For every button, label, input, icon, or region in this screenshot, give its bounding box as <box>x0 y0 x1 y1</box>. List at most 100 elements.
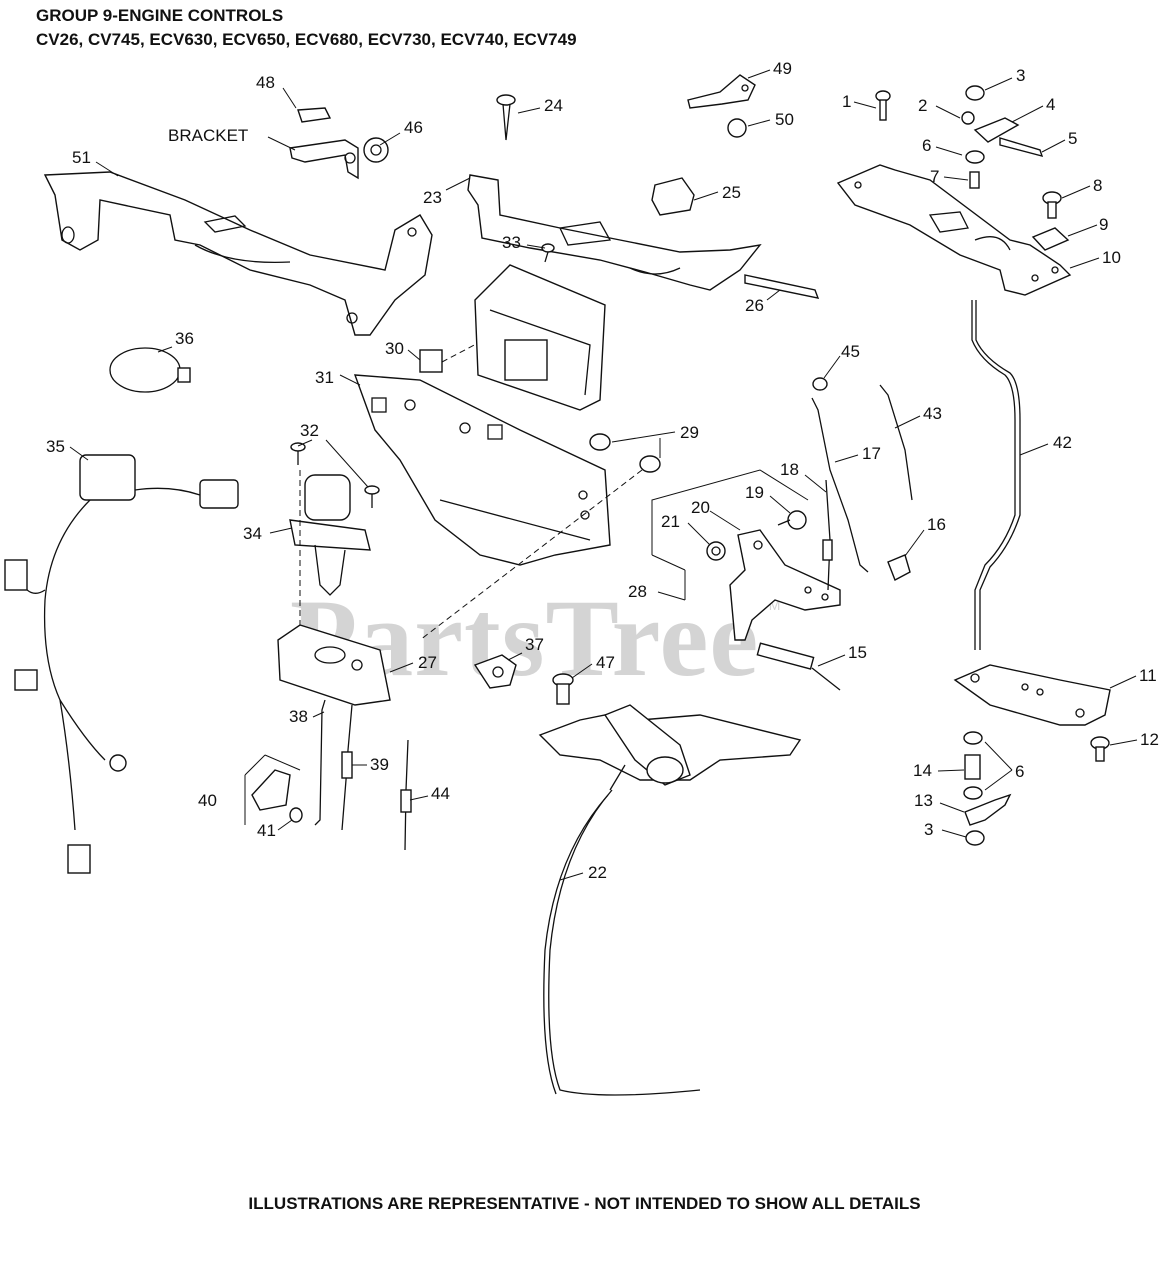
callout-51: 51 <box>72 148 91 167</box>
part-22-cable <box>543 789 701 1096</box>
callout-36: 36 <box>175 329 194 348</box>
part-23-bracket <box>467 174 762 291</box>
callout-39: 39 <box>370 755 389 774</box>
part-45-nut <box>812 377 828 391</box>
part-8-bolt <box>1042 191 1062 219</box>
part-20-governor-lever <box>729 529 841 641</box>
callout-labels: 1 2 3 3 4 5 6 6 7 8 9 10 11 12 13 14 15 … <box>46 59 1159 882</box>
part-3-nut-bottom <box>965 830 985 846</box>
model-list: CV26, CV745, ECV630, ECV650, ECV680, ECV… <box>36 30 577 49</box>
part-24-screw <box>496 94 516 141</box>
callout-10: 10 <box>1102 248 1121 267</box>
part-18-spring <box>822 479 833 591</box>
part-6-washer-lower <box>963 786 983 800</box>
part-36-cable-tie <box>109 347 191 393</box>
part-43-rod <box>879 384 913 501</box>
callout-21: 21 <box>661 512 680 531</box>
part-31-plate <box>353 374 611 566</box>
callout-33: 33 <box>502 233 521 252</box>
callout-19: 19 <box>745 483 764 502</box>
callout-17: 17 <box>862 444 881 463</box>
callout-46: 46 <box>404 118 423 137</box>
callout-5: 5 <box>1068 129 1077 148</box>
leader-lines <box>69 69 1138 881</box>
callout-44: 44 <box>431 784 450 803</box>
callout-4: 4 <box>1046 95 1055 114</box>
callout-25: 25 <box>722 183 741 202</box>
part-51-bracket <box>43 171 433 336</box>
callout-14: 14 <box>913 761 932 780</box>
part-42-rod <box>971 300 1021 650</box>
callout-38: 38 <box>289 707 308 726</box>
callout-31: 31 <box>315 368 334 387</box>
callout-30: 30 <box>385 339 404 358</box>
part-7-spring <box>969 171 980 189</box>
part-6-washer-upper <box>963 731 983 745</box>
part-2-washer <box>961 111 975 125</box>
callout-6-top: 6 <box>922 136 931 155</box>
part-19-bolt <box>777 510 807 530</box>
part-29-screws <box>419 433 661 641</box>
part-26-pin <box>744 274 820 299</box>
callout-24: 24 <box>544 96 563 115</box>
part-11-plate <box>953 664 1111 726</box>
part-3-nut-top <box>965 85 985 101</box>
part-28-governor-group <box>651 469 809 600</box>
callout-18: 18 <box>780 460 799 479</box>
part-44-spring <box>400 739 412 851</box>
callout-37: 37 <box>525 635 544 654</box>
part-32-screws <box>290 442 380 508</box>
part-30-connector <box>419 341 481 373</box>
callout-13: 13 <box>914 791 933 810</box>
callout-3-top: 3 <box>1016 66 1025 85</box>
part-25-switch <box>651 177 695 216</box>
callout-7: 7 <box>930 167 939 186</box>
callout-48: 48 <box>256 73 275 92</box>
callout-11: 11 <box>1139 666 1157 685</box>
part-1-screw <box>875 90 891 121</box>
callout-34: 34 <box>243 524 262 543</box>
callout-23: 23 <box>423 188 442 207</box>
part-bracket-small <box>289 139 359 180</box>
part-4-lever <box>973 117 1020 143</box>
callout-50: 50 <box>775 110 794 129</box>
disclaimer-footer: ILLUSTRATIONS ARE REPRESENTATIVE - NOT I… <box>248 1194 921 1213</box>
diagram-title: GROUP 9-ENGINE CONTROLS <box>36 6 284 25</box>
part-47-screw <box>552 673 574 705</box>
callout-40: 40 <box>198 791 217 810</box>
callout-42: 42 <box>1053 433 1072 452</box>
callout-27: 27 <box>418 653 437 672</box>
callout-45: 45 <box>841 342 860 361</box>
callout-16: 16 <box>927 515 946 534</box>
callout-15: 15 <box>848 643 867 662</box>
part-37-clamp <box>473 654 517 689</box>
part-throttle-assembly <box>538 704 802 791</box>
part-21-nut <box>706 541 726 561</box>
callout-8: 8 <box>1093 176 1102 195</box>
part-5-bolt <box>999 137 1044 158</box>
part-14-spacer <box>964 754 981 780</box>
part-10-plate <box>836 164 1072 296</box>
callout-20: 20 <box>691 498 710 517</box>
part-35-wiring-harness <box>4 454 239 874</box>
part-16-clip <box>887 554 911 581</box>
callout-49: 49 <box>773 59 792 78</box>
part-40-bracket <box>244 754 301 825</box>
callout-bracket: BRACKET <box>168 126 248 145</box>
part-34-actuator <box>289 470 371 680</box>
part-50-ball <box>727 118 747 138</box>
callout-22: 22 <box>588 863 607 882</box>
callout-1: 1 <box>842 92 851 111</box>
part-27-bracket <box>277 624 391 706</box>
part-15-spring <box>756 642 841 691</box>
callout-26: 26 <box>745 296 764 315</box>
part-38-rod <box>314 699 326 826</box>
callout-2: 2 <box>918 96 927 115</box>
callout-3-bottom: 3 <box>924 820 933 839</box>
callout-43: 43 <box>923 404 942 423</box>
part-49-lever <box>687 74 756 109</box>
part-13-lever <box>964 793 1012 826</box>
part-ecu-module <box>474 264 606 411</box>
part-6-washer-top <box>965 150 985 164</box>
